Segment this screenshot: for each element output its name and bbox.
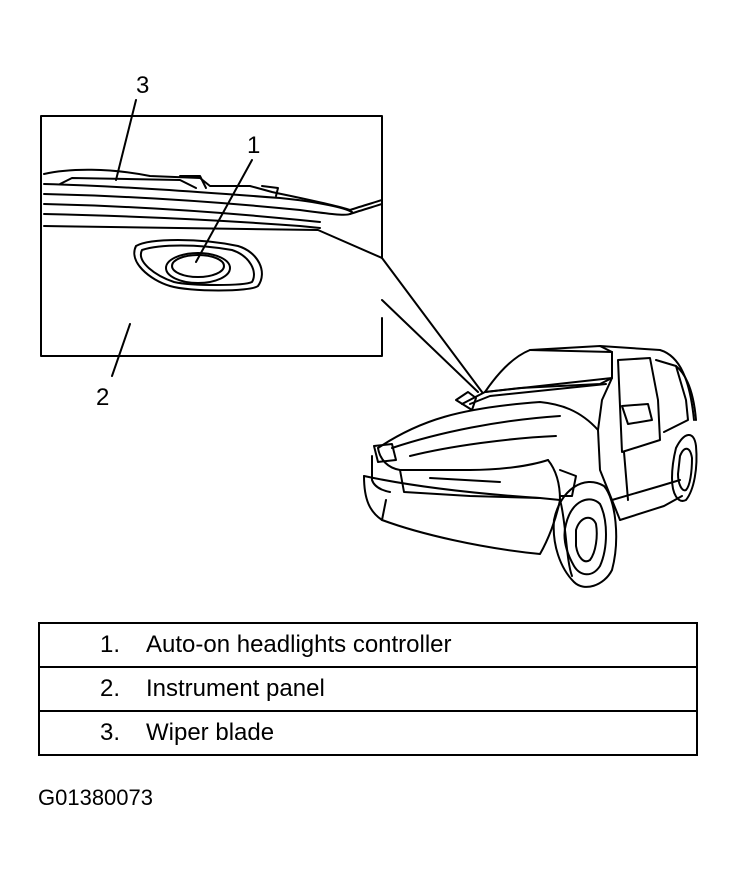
headlight-sensor-drawing [133, 239, 263, 292]
leader-line-2 [111, 323, 131, 377]
legend-label: Instrument panel [122, 666, 698, 712]
zoom-pointer [381, 257, 483, 393]
callout-2: 2 [96, 384, 110, 411]
legend-row: 1. Auto-on headlights controller [38, 622, 698, 668]
legend-table: 1. Auto-on headlights controller 2. Inst… [38, 622, 698, 756]
legend-number: 3. [38, 710, 122, 756]
legend-row: 2. Instrument panel [38, 666, 698, 712]
callout-3: 3 [136, 72, 150, 99]
leader-line-1 [195, 159, 253, 263]
legend-number: 1. [38, 622, 122, 668]
callout-1: 1 [247, 132, 261, 159]
legend-label: Wiper blade [122, 710, 698, 756]
inset-frame [40, 115, 383, 357]
inset-detail [40, 99, 383, 377]
legend-row: 3. Wiper blade [38, 710, 698, 756]
legend-label: Auto-on headlights controller [122, 622, 698, 668]
leader-line-3 [115, 99, 137, 181]
instrument-panel-edge [43, 225, 383, 259]
legend-number: 2. [38, 666, 122, 712]
vehicle-drawing [363, 345, 698, 588]
wiper-blade-drawing [43, 168, 383, 229]
component-location-diagram [40, 99, 698, 588]
figure-code: G01380073 [38, 785, 153, 810]
